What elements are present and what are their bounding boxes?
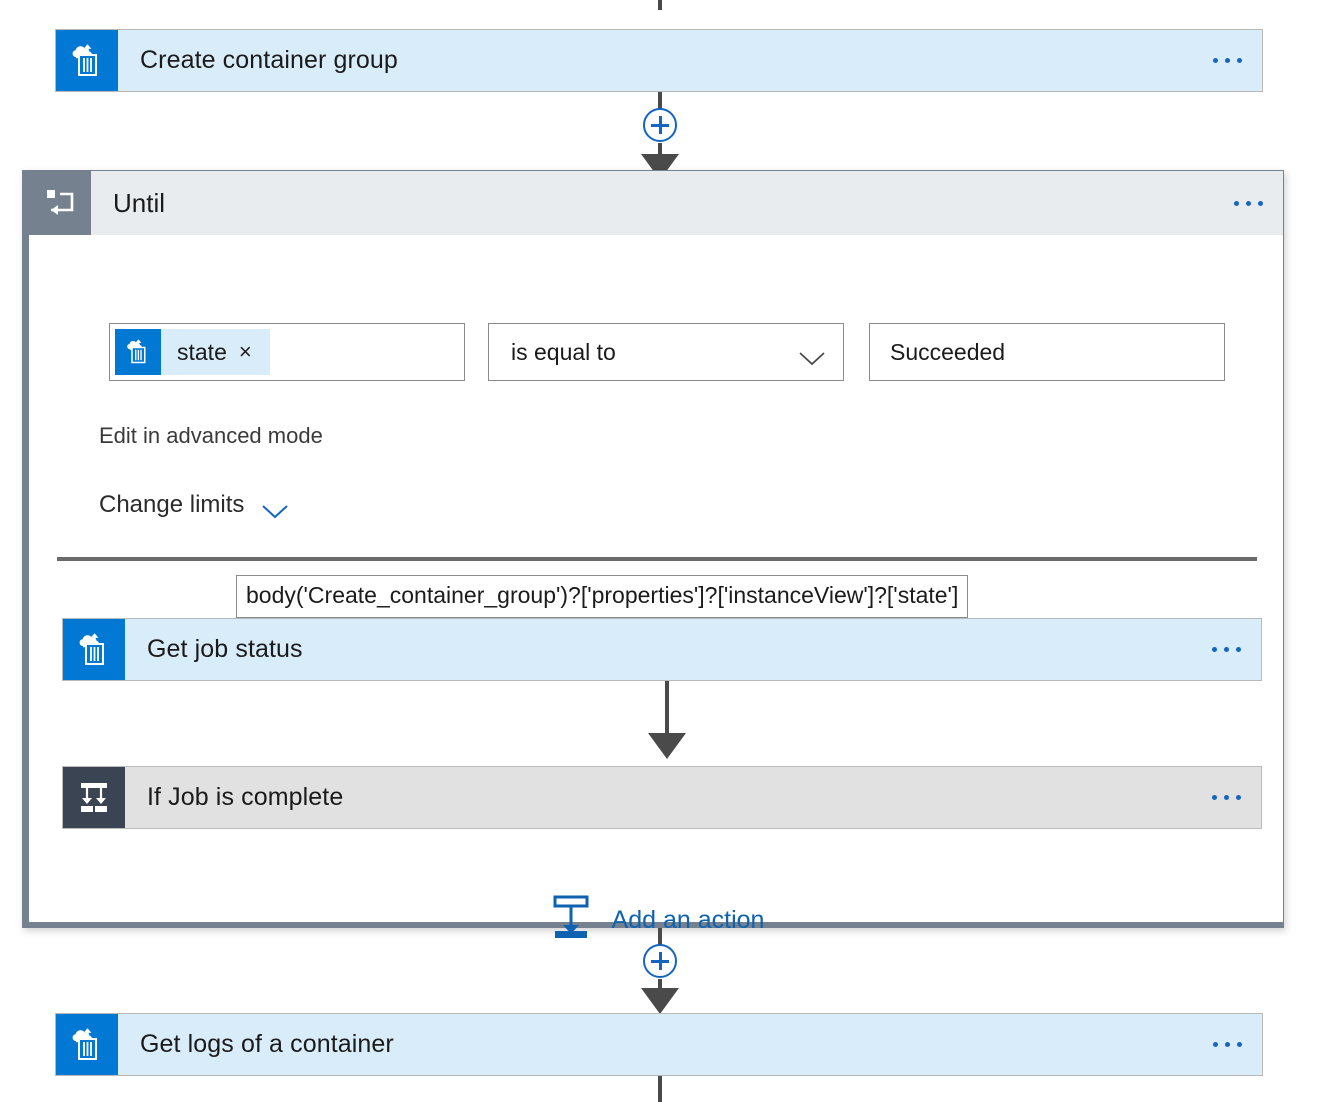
connector-line bbox=[658, 928, 662, 945]
insert-new-step-button-1[interactable] bbox=[643, 108, 677, 142]
more-commands-ellipsis[interactable] bbox=[1213, 171, 1283, 235]
action-card-create-container-group[interactable]: Create container group bbox=[55, 29, 1263, 92]
action-card-get-logs-of-a-container[interactable]: Get logs of a container bbox=[55, 1013, 1263, 1076]
connector-line bbox=[658, 1076, 662, 1102]
scope-card-until[interactable]: Until bbox=[22, 170, 1284, 938]
scope-card-title: Until bbox=[113, 187, 166, 218]
add-action-label: Add an action bbox=[611, 906, 765, 934]
until-condition-value: Succeeded bbox=[890, 338, 1006, 365]
until-header[interactable]: Until bbox=[29, 171, 1283, 235]
connector-jobstatus-to-condition bbox=[648, 681, 686, 765]
until-condition-row: state × is equal to Succeeded bbox=[109, 323, 1225, 381]
container-upload-icon bbox=[115, 329, 161, 375]
action-card-if-job-is-complete[interactable]: If Job is complete bbox=[62, 766, 1262, 829]
condition-branch-icon bbox=[63, 767, 125, 828]
loop-until-icon bbox=[29, 171, 91, 235]
until-condition-left-field[interactable]: state × bbox=[109, 323, 465, 381]
connector-line bbox=[658, 0, 662, 10]
connector-line bbox=[665, 681, 669, 741]
action-card-title: Get logs of a container bbox=[140, 1030, 394, 1058]
container-upload-icon bbox=[56, 30, 118, 91]
until-condition-value-input[interactable]: Succeeded bbox=[869, 323, 1225, 381]
action-card-title: If Job is complete bbox=[147, 783, 344, 811]
connector-until-to-getlogs bbox=[641, 928, 679, 1014]
more-commands-ellipsis[interactable] bbox=[1191, 619, 1261, 680]
more-commands-ellipsis[interactable] bbox=[1191, 767, 1261, 828]
container-upload-icon bbox=[63, 619, 125, 680]
container-upload-icon bbox=[56, 1014, 118, 1075]
add-action-icon bbox=[548, 895, 594, 946]
expression-tooltip: body('Create_container_group')?['propert… bbox=[236, 575, 969, 618]
action-card-title: Create container group bbox=[140, 46, 398, 74]
connector-top-incoming bbox=[658, 0, 662, 24]
arrow-head bbox=[641, 988, 679, 1014]
dynamic-content-token-state[interactable]: state × bbox=[115, 329, 270, 375]
insert-new-step-button-2[interactable] bbox=[643, 944, 677, 978]
token-label: state bbox=[177, 338, 227, 365]
chevron-down-icon bbox=[799, 345, 825, 366]
more-commands-ellipsis[interactable] bbox=[1192, 1014, 1262, 1075]
close-icon[interactable]: × bbox=[238, 339, 252, 364]
connector-bottom-outgoing bbox=[658, 1076, 662, 1102]
connector-line bbox=[658, 143, 662, 161]
connector-line bbox=[658, 92, 662, 109]
change-limits-label: Change limits bbox=[99, 491, 245, 518]
chevron-down-icon bbox=[262, 498, 289, 519]
change-limits-toggle[interactable]: Change limits bbox=[99, 491, 289, 519]
until-operator-value: is equal to bbox=[511, 338, 616, 365]
edit-in-advanced-mode-link[interactable]: Edit in advanced mode bbox=[99, 423, 323, 448]
more-commands-ellipsis[interactable] bbox=[1192, 30, 1262, 91]
add-an-action-button[interactable]: Add an action bbox=[29, 895, 1283, 946]
section-divider bbox=[57, 557, 1257, 561]
action-card-get-job-status[interactable]: Get job status bbox=[62, 618, 1262, 681]
action-card-title: Get job status bbox=[147, 635, 303, 663]
arrow-head bbox=[648, 733, 686, 759]
until-operator-dropdown[interactable]: is equal to bbox=[488, 323, 844, 381]
